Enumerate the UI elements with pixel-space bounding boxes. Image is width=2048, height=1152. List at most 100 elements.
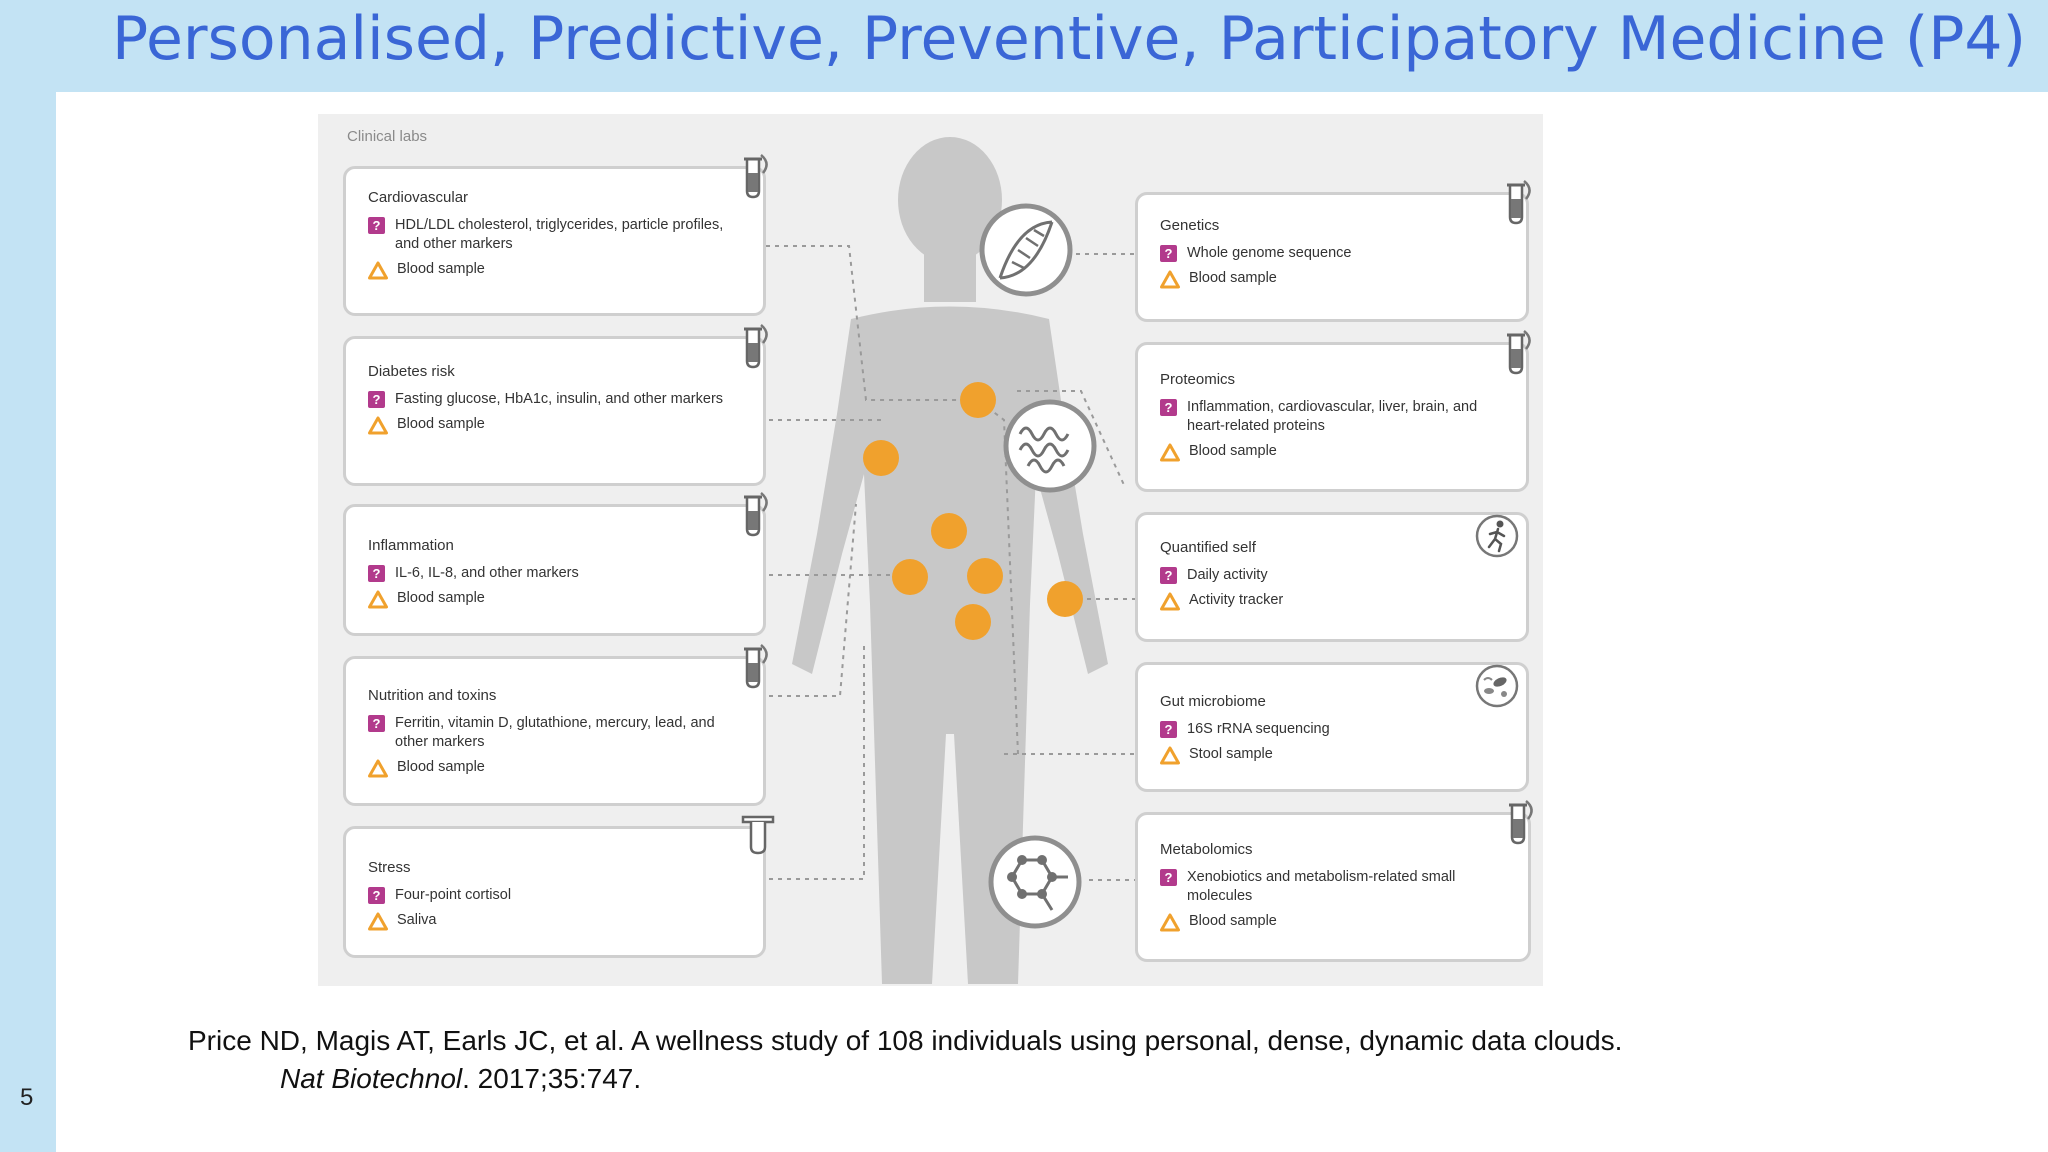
body-marker [960,382,996,418]
body-marker [931,513,967,549]
measure-text: Four-point cortisol [395,887,512,903]
measure-row: ? Inflammation, cardiovascular, liver, br… [1160,398,1512,436]
card-gut-microbiome: Gut microbiome ? 16S rRNA sequencing Stoo… [1135,662,1529,792]
card-title: Metabolomics [1160,841,1253,858]
sample-row: Blood sample [368,260,749,280]
runner-icon [1475,514,1519,558]
measure-text: Whole genome sequence [1187,245,1352,261]
measure-text: Inflammation, cardiovascular, liver, bra… [1187,399,1478,434]
card-inflammation: Inflammation ?IL-6, IL-8, and other mark… [343,492,768,636]
warning-triangle-icon [1160,443,1180,462]
warning-triangle-icon [368,759,388,778]
card-diabetes-risk: Diabetes risk ? Fasting glucose, HbA1c, i… [343,324,768,486]
card-title: Inflammation [368,537,454,554]
measure-text: Ferritin, vitamin D, glutathione, mercur… [395,715,715,750]
blood-tube-icon [1509,800,1533,845]
body-markers [863,382,1083,640]
card-title: Quantified self [1160,539,1256,556]
card-metabolomics: Metabolomics ? Xenobiotics and metabolism… [1135,800,1533,962]
question-icon: ? [1160,567,1177,584]
question-icon: ? [368,217,385,234]
measure-text: HDL/LDL cholesterol, triglycerides, part… [395,217,724,252]
measure-text: Fasting glucose, HbA1c, insulin, and oth… [395,391,724,407]
warning-triangle-icon [1160,746,1180,765]
citation-source: Nat Biotechnol. 2017;35:747. [188,1060,1622,1098]
blood-tube-icon [744,154,768,199]
sample-row: Activity tracker [1160,591,1512,611]
blood-tube-icon [1507,330,1531,375]
card-title: Proteomics [1160,371,1236,388]
protein-icon [1003,399,1097,493]
sample-text: Stool sample [1189,746,1273,762]
body-marker [1047,581,1083,617]
card-proteomics: Proteomics ? Inflammation, cardiovascular… [1135,330,1531,492]
sample-row: Blood sample [1160,912,1514,932]
body-marker [863,440,899,476]
page-number: 5 [20,1084,34,1111]
card-stress: Stress ? Four-point cortisol Saliva [343,815,775,958]
sample-row: Blood sample [368,758,749,778]
warning-triangle-icon [368,912,388,931]
citation-authors-title: Price ND, Magis AT, Earls JC, et al. A w… [188,1025,1623,1056]
title-bar: Personalised, Predictive, Preventive, Pa… [56,0,2048,92]
sample-row: Blood sample [1160,442,1512,462]
sample-row: Blood sample [368,415,749,435]
card-nutrition-and-toxins: Nutrition and toxins ? Ferritin, vitamin … [343,644,768,806]
measure-row: ? Four-point cortisol [368,886,749,905]
measure-row: ? HDL/LDL cholesterol, triglycerides, par… [368,216,749,254]
measure-row: ? Whole genome sequence [1160,244,1512,263]
measure-row: ?Daily activity [1160,566,1512,585]
citation: Price ND, Magis AT, Earls JC, et al. A w… [188,1022,1622,1098]
question-icon: ? [1160,721,1177,738]
measure-text: Xenobiotics and metabolism-related small… [1187,869,1456,904]
warning-triangle-icon [368,590,388,609]
molecule-icon [988,835,1082,929]
slide-sidebar [0,0,56,1152]
saliva-tube-icon [741,815,775,855]
card-title: Cardiovascular [368,189,469,206]
warning-triangle-icon [368,416,388,435]
body-marker [892,559,928,595]
sample-text: Activity tracker [1189,592,1284,608]
figure-artwork [766,137,1136,984]
slide-title: Personalised, Predictive, Preventive, Pa… [111,4,2026,74]
card-title: Genetics [1160,217,1220,234]
card-title: Stress [368,859,411,876]
card-title: Nutrition and toxins [368,687,497,704]
sample-text: Blood sample [397,261,485,277]
question-icon: ? [368,391,385,408]
sample-row: Saliva [368,911,749,931]
sample-text: Blood sample [1189,443,1277,459]
measure-row: ? Fasting glucose, HbA1c, insulin, and ot… [368,390,749,409]
question-icon: ? [1160,869,1177,886]
measure-row: ? Ferritin, vitamin D, glutathione, mercu… [368,714,749,752]
question-icon: ? [1160,399,1177,416]
blood-tube-icon [744,324,768,369]
sample-text: Saliva [397,912,437,928]
card-title: Diabetes risk [368,363,455,380]
citation-journal: Nat Biotechnol [280,1063,463,1094]
card-genetics: Genetics ? Whole genome sequence Blood sa… [1135,180,1531,322]
card-cardiovascular: Cardiovascular ? HDL/LDL cholesterol, tri… [343,154,768,316]
warning-triangle-icon [1160,270,1180,289]
sample-text: Blood sample [397,590,485,606]
card-quantified-self: Quantified self ?Daily activity Activity… [1135,512,1529,642]
sample-text: Blood sample [1189,913,1277,929]
question-icon: ? [1160,245,1177,262]
blood-tube-icon [1507,180,1531,225]
blood-tube-icon [744,492,768,537]
blood-tube-icon [744,644,768,689]
question-icon: ? [368,715,385,732]
sample-row: Blood sample [1160,269,1512,289]
p4-figure: Clinical labs Cardiovascular ?HDL/LDL ch… [318,114,1543,986]
dna-helix-icon [979,203,1073,297]
sample-text: Blood sample [397,759,485,775]
measure-text: 16S rRNA sequencing [1187,721,1330,737]
body-marker [967,558,1003,594]
card-title: Gut microbiome [1160,693,1266,710]
sample-text: Blood sample [397,416,485,432]
measure-row: ? Xenobiotics and metabolism-related smal… [1160,868,1514,906]
question-icon: ? [368,565,385,582]
question-icon: ? [368,887,385,904]
sample-row: Blood sample [368,589,749,609]
